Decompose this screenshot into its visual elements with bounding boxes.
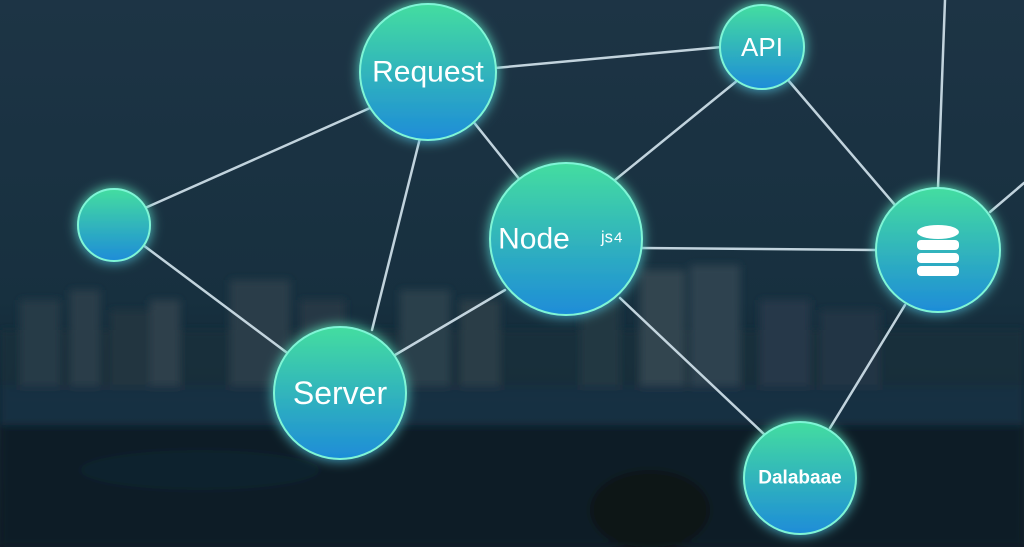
edge-server-node xyxy=(393,288,507,357)
node-server[interactable] xyxy=(273,326,407,460)
edge-request-server xyxy=(370,136,422,332)
node-database[interactable] xyxy=(743,421,857,535)
node-request-label: Request xyxy=(372,56,484,89)
edge-request-api xyxy=(493,45,724,70)
node-node[interactable] xyxy=(489,162,643,316)
node-server-label: Server xyxy=(293,375,388,411)
edge-db-icon-top xyxy=(936,0,947,190)
database-icon xyxy=(917,225,959,276)
edge-request-node xyxy=(470,118,522,182)
edge-node-database xyxy=(618,296,767,437)
node-api[interactable] xyxy=(719,4,805,90)
edge-api-node xyxy=(613,78,740,182)
edges xyxy=(141,0,1024,437)
node-request[interactable] xyxy=(359,3,497,141)
node-node-label: Node xyxy=(498,223,570,256)
edge-api-db-icon xyxy=(786,78,897,207)
node-node-glyph: ʲˢ⁴ xyxy=(600,228,623,255)
node-left[interactable] xyxy=(77,188,151,262)
node-database-label: Dalabaae xyxy=(758,468,841,489)
edge-db-icon-right xyxy=(988,181,1024,214)
edge-node-db-icon xyxy=(638,246,878,252)
node-api-label: API xyxy=(741,32,783,62)
edge-left-server xyxy=(141,243,292,357)
edge-db-icon-database xyxy=(828,303,907,430)
edge-request-left xyxy=(143,106,372,210)
